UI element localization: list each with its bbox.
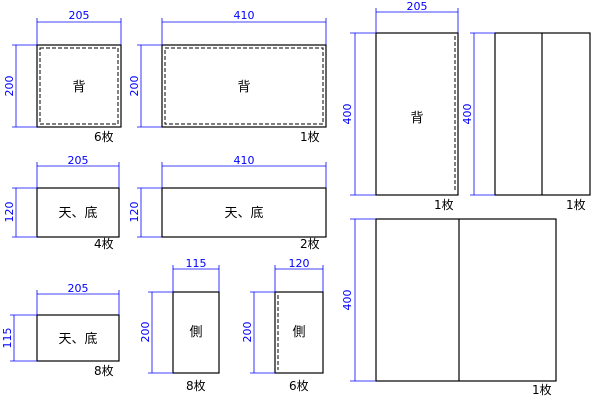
height-dimension: 115 xyxy=(1,314,37,362)
width-dimension: 120 xyxy=(274,257,324,292)
width-value: 410 xyxy=(234,154,255,167)
width-dimension: 205 xyxy=(36,9,122,45)
height-value: 200 xyxy=(3,76,16,97)
height-value: 200 xyxy=(241,322,254,343)
width-dimension: 205 xyxy=(375,0,459,33)
width-dimension: 410 xyxy=(161,154,327,188)
part-top-bottom-b: 天、底 410 120 2枚 xyxy=(128,154,327,251)
height-value: 115 xyxy=(1,328,14,349)
part-top-bottom-c: 天、底 205 115 8枚 xyxy=(1,282,120,378)
width-dimension: 410 xyxy=(161,9,327,45)
height-dimension: 120 xyxy=(3,187,37,238)
part-back-small: 背 205 200 6枚 xyxy=(3,9,122,144)
width-value: 410 xyxy=(234,9,255,22)
height-dimension: 400 xyxy=(461,32,495,196)
height-value: 400 xyxy=(341,290,354,311)
part-label: 背 xyxy=(410,111,423,126)
piece-count: 1枚 xyxy=(566,197,586,212)
width-value: 205 xyxy=(68,154,89,167)
width-dimension: 115 xyxy=(172,257,220,292)
width-value: 120 xyxy=(289,257,310,270)
part-side-a: 側 115 200 8枚 xyxy=(139,257,220,393)
part-side-b: 側 120 200 6枚 xyxy=(241,257,324,393)
part-label: 天、底 xyxy=(58,331,97,347)
piece-count: 6枚 xyxy=(94,129,114,144)
part-back-wide: 背 410 200 1枚 xyxy=(128,9,327,144)
part-back-tall-split: 400 1枚 xyxy=(461,32,591,212)
part-label: 背 xyxy=(72,80,85,95)
part-label: 天、底 xyxy=(58,205,97,221)
piece-count: 6枚 xyxy=(289,378,309,393)
height-value: 400 xyxy=(341,104,354,125)
piece-count: 4枚 xyxy=(94,236,114,251)
height-dimension: 200 xyxy=(3,44,37,128)
width-value: 115 xyxy=(186,257,207,270)
width-value: 205 xyxy=(407,0,428,13)
height-dimension: 200 xyxy=(241,291,275,374)
height-dimension: 200 xyxy=(139,291,173,374)
piece-count: 1枚 xyxy=(532,382,552,397)
piece-count: 1枚 xyxy=(434,197,454,212)
height-value: 200 xyxy=(128,76,141,97)
height-value: 120 xyxy=(128,202,141,223)
height-dimension: 400 xyxy=(341,218,376,382)
width-value: 205 xyxy=(68,282,89,295)
part-label: 側 xyxy=(189,325,202,340)
piece-count: 8枚 xyxy=(186,378,206,393)
height-value: 400 xyxy=(461,104,474,125)
piece-count: 2枚 xyxy=(300,236,320,251)
piece-count: 1枚 xyxy=(300,129,320,144)
width-value: 205 xyxy=(69,9,90,22)
part-label: 側 xyxy=(292,325,305,340)
part-top-bottom-a: 天、底 205 120 4枚 xyxy=(3,154,120,251)
part-large-panel: 400 1枚 xyxy=(341,218,557,397)
height-value: 200 xyxy=(139,322,152,343)
piece-count: 8枚 xyxy=(94,363,114,378)
part-label: 背 xyxy=(237,80,250,95)
height-value: 120 xyxy=(3,202,16,223)
height-dimension: 400 xyxy=(341,32,376,196)
width-dimension: 205 xyxy=(36,282,120,315)
width-dimension: 205 xyxy=(36,154,120,188)
height-dimension: 120 xyxy=(128,187,162,238)
height-dimension: 200 xyxy=(128,44,162,128)
part-label: 天、底 xyxy=(224,205,263,221)
part-back-tall: 背 205 400 1枚 xyxy=(341,0,459,212)
